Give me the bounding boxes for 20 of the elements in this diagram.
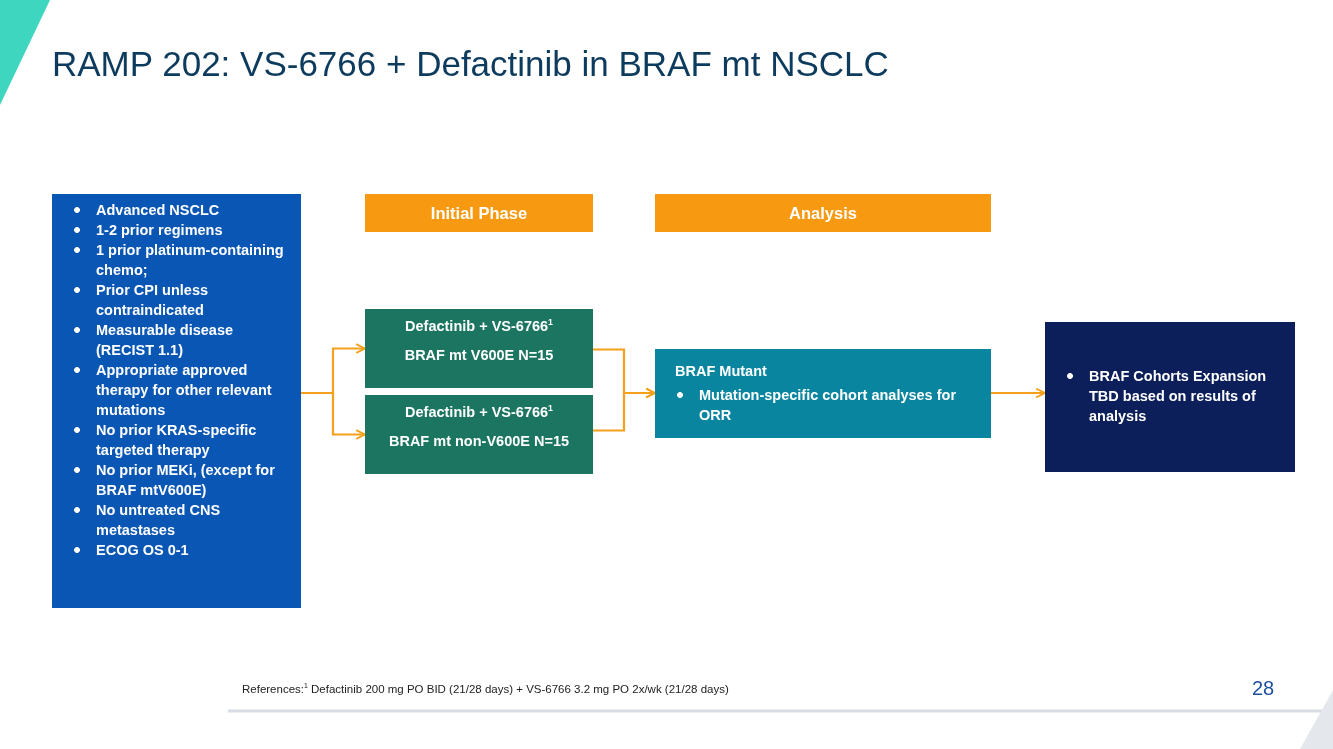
expansion-box (1045, 322, 1295, 472)
header-text: Initial Phase (429, 203, 529, 223)
cohort-box (365, 309, 593, 388)
box-text: Defactinib + VS-6766$^{1}$ (404, 402, 554, 422)
arrow (301, 391, 366, 440)
criteria-box (52, 194, 301, 608)
analysis-box (655, 349, 991, 438)
box-text: BRAF mt V600E N=15 (403, 346, 555, 365)
phase-header (365, 194, 593, 232)
box-text: BRAF Mutant (674, 362, 768, 381)
slide-title: RAMP 202: VS-6766 + Defactinib in BRAF mt NSCLC (52, 44, 889, 84)
cohort-box (365, 395, 593, 474)
arrow (991, 387, 1046, 399)
box-text: BRAF mt non-V600E N=15 (387, 432, 571, 451)
page-number: 28 (1252, 677, 1275, 700)
phase-header (655, 194, 991, 232)
arrow (593, 387, 656, 432)
footnote: References:$^{1}$ Defactinib 200 mg PO BID (21/28 days) + VS-6766 3.2 mg PO 2x/wk (21/28 days) (242, 683, 729, 695)
box-text: Defactinib + VS-6766$^{1}$ (404, 316, 554, 336)
header-text: Analysis (788, 203, 858, 223)
